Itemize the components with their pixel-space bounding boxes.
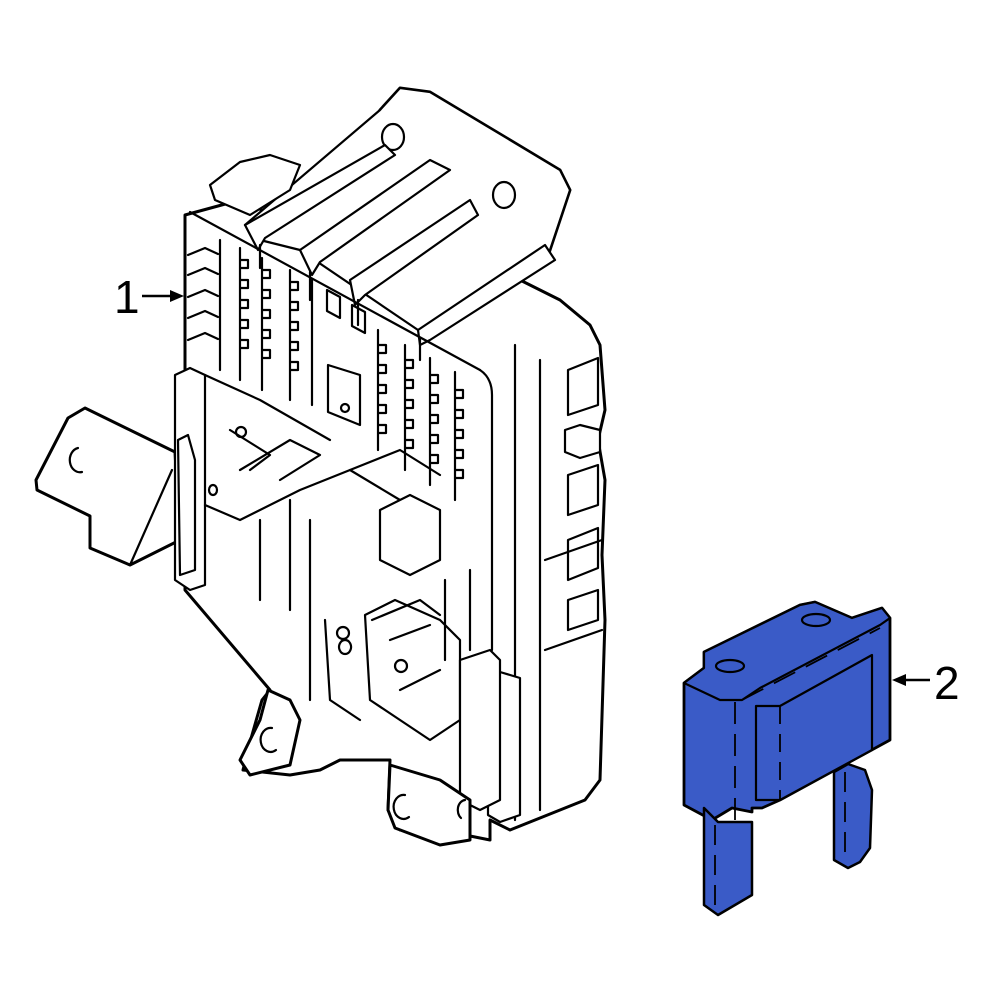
junction-box[interactable]	[34, 86, 607, 847]
bottom-left-mounting-tab	[238, 688, 302, 777]
bottom-centre-mounting-tab	[386, 763, 472, 847]
terminal-combs-right	[376, 328, 465, 502]
lower-housing	[173, 366, 522, 824]
callout-1-arrow	[142, 290, 184, 302]
top-handle	[243, 86, 572, 362]
front-face-edge	[188, 210, 482, 372]
terminal-combs-left	[186, 238, 314, 407]
top-left-tab	[208, 153, 302, 217]
left-mounting-bracket	[34, 406, 182, 567]
blade-fuse[interactable]	[682, 600, 892, 917]
callout-number-2: 2	[934, 657, 960, 709]
callout-2-arrow	[892, 674, 930, 686]
callout-number-1: 1	[114, 271, 140, 323]
centre-slots	[325, 288, 367, 427]
